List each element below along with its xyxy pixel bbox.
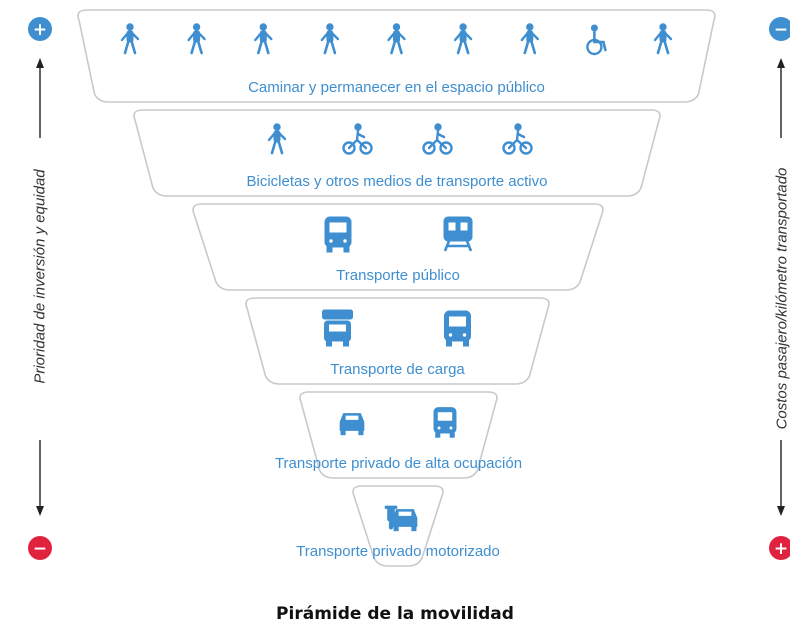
left-axis-arrow-down [36,506,44,516]
pyramid-tier-band [192,203,604,291]
tier-label: Transporte privado motorizado [296,543,500,560]
right-axis-arrow-up [777,58,785,68]
right-axis-bottom-sign [769,536,790,560]
right-axis-bottom-sign-glyph: + [774,539,788,559]
pyramid-tier-band [245,297,550,385]
tier-label: Transporte público [336,267,460,284]
left-axis-arrow-up [36,58,44,68]
bus-icon [324,216,352,253]
tier-label: Caminar y permanecer en el espacio públi… [248,79,545,96]
train-icon [442,215,474,253]
tier-label: Transporte de carga [330,361,465,378]
left-axis-label: Prioridad de inversión y equidad [31,169,49,384]
right-axis-top-sign [769,17,790,41]
pyramid-tier-band [133,109,661,197]
right-axis-top-sign-glyph: − [774,20,788,40]
tier-label: Transporte privado de alta ocupación [275,455,522,472]
right-axis-label: Costos pasajero/kilómetro transportado [773,167,790,430]
tier-label: Bicicletas y otros medios de transporte … [247,173,548,190]
left-axis-top-sign-glyph: + [33,20,47,40]
pyramid-tier-band [77,9,716,103]
minibus-icon [433,407,457,438]
right-axis-arrow-down [777,506,785,516]
left-axis-bottom-sign-glyph: − [33,539,47,559]
delivery-van-icon [444,310,471,347]
left-axis-top-sign [28,17,52,41]
cargo-truck-icon [322,309,353,347]
left-axis-bottom-sign [28,536,52,560]
diagram-caption: Pirámide de la movilidad [276,604,514,624]
